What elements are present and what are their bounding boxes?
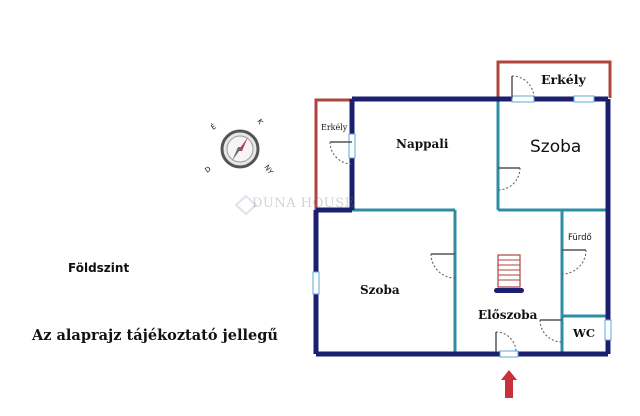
room-label-erkely-top: Erkély: [541, 72, 586, 87]
room-label-furdo: Fürdő: [568, 233, 592, 243]
door-wc: [539, 319, 563, 343]
balcony-left-wall: [314, 98, 352, 210]
room-label-wc: WC: [572, 326, 595, 340]
door-furdo: [561, 249, 587, 275]
entrance-arrow-icon: [501, 370, 517, 398]
door-szoba-left: [430, 253, 456, 279]
compass-label-n: É: [209, 122, 218, 132]
floor-label: Földszint: [68, 261, 130, 275]
room-label-nappali: Nappali: [396, 137, 449, 151]
compass-label-e: K: [255, 118, 264, 127]
stairs-icon: [494, 254, 524, 293]
room-label-szoba-left: Szoba: [360, 283, 400, 297]
balcony-top-wall: [496, 60, 612, 98]
room-label-erkely-left: Erkély: [321, 123, 348, 132]
compass-icon: É K D NY: [204, 118, 275, 177]
doors: [329, 75, 587, 353]
watermark-text: DUNA HOUSE: [252, 196, 355, 211]
exterior-walls: [313, 96, 611, 357]
room-label-eloszoba: Előszoba: [478, 308, 538, 322]
disclaimer-text: Az alaprajz tájékoztató jellegű: [32, 327, 278, 344]
door-erkely-top: [511, 75, 535, 99]
door-entrance: [495, 331, 517, 353]
compass-label-w: NY: [262, 164, 274, 177]
windows: [312, 95, 612, 358]
watermark-logo-icon: [234, 194, 258, 216]
interior-walls: [352, 100, 608, 352]
room-label-szoba-top: Szoba: [530, 137, 581, 157]
compass-label-s: D: [204, 165, 213, 175]
door-szoba-top: [497, 167, 521, 191]
door-erkely-left: [329, 141, 353, 165]
